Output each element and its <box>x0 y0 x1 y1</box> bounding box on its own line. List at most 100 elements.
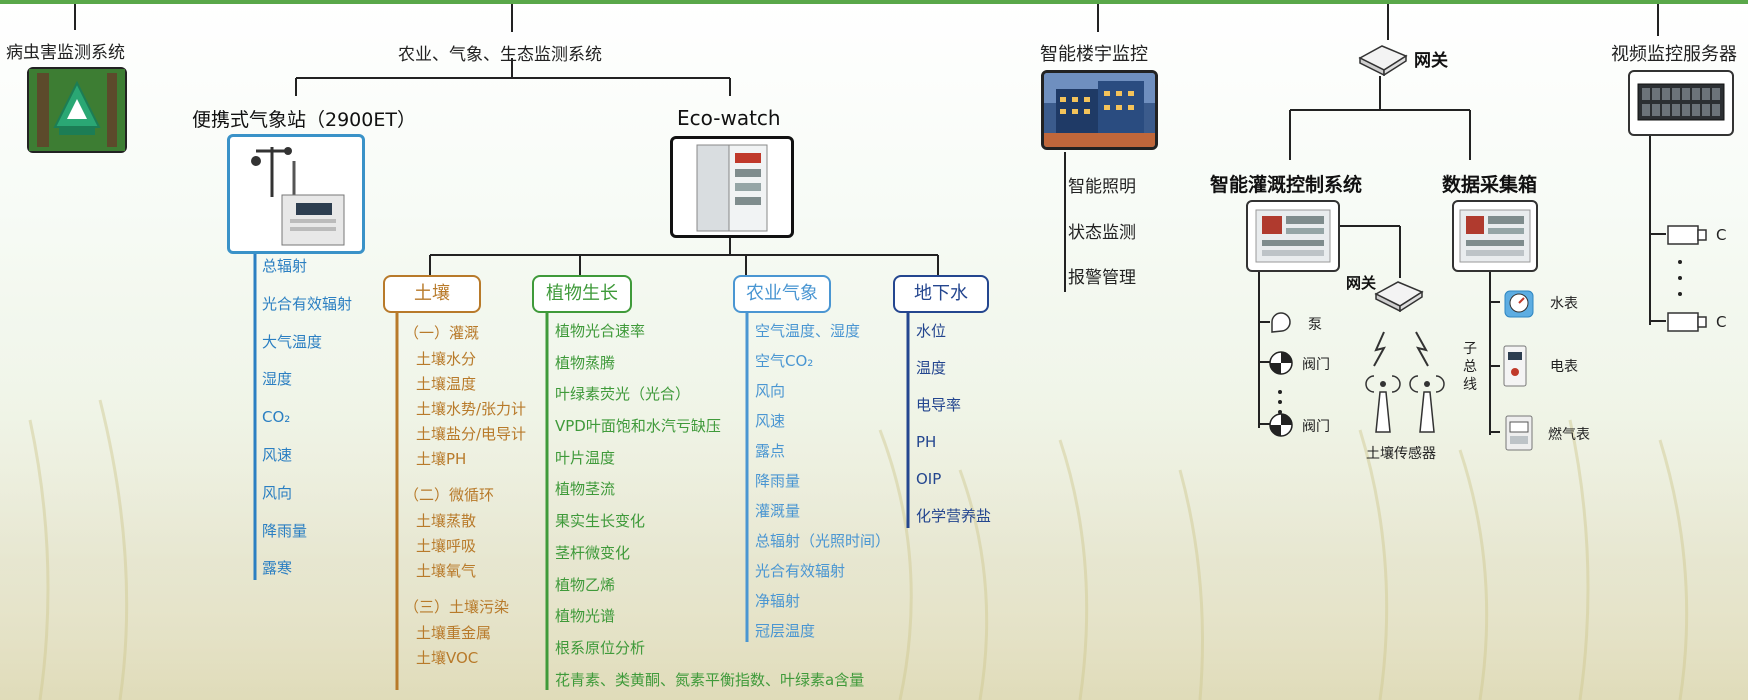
video-server-title: 视频监控服务器 <box>1611 44 1737 65</box>
groundwater-item: 化学营养盐 <box>916 507 992 525</box>
soil-item: 土壤水分 <box>416 350 477 368</box>
groundwater-item: 电导率 <box>916 396 962 414</box>
weather-item: 总辐射 <box>262 257 308 275</box>
valve-label: 阀门 <box>1302 357 1330 373</box>
weather-station-photo <box>227 134 365 254</box>
irrigation-gateway-label: 网关 <box>1346 274 1377 292</box>
agmet-item: 空气CO₂ <box>755 352 814 370</box>
soil-group-heading: （一）灌溉 <box>404 324 480 342</box>
top-accent-bar <box>0 0 1748 4</box>
gateway-label: 网关 <box>1414 51 1448 71</box>
plant-item: 植物光谱 <box>555 607 616 626</box>
electric-meter-label: 电表 <box>1550 359 1578 375</box>
agmet-item: 露点 <box>755 442 786 460</box>
plant-item: 叶片温度 <box>555 448 616 467</box>
soil-item: 土壤PH <box>416 450 467 468</box>
weather-station-title: 便携式气象站（2900ET） <box>192 109 416 131</box>
soil-group-heading: （二）微循环 <box>404 486 495 504</box>
building-title: 智能楼宇监控 <box>1040 44 1148 65</box>
video-server-photo <box>1628 70 1734 136</box>
weather-item: 光合有效辐射 <box>262 294 353 313</box>
valve-label: 阀门 <box>1302 419 1330 435</box>
ecowatch-title: Eco-watch <box>677 106 781 130</box>
plant-item: 叶绿素荧光（光合） <box>555 385 691 404</box>
category-plant-growth: 植物生长 <box>532 275 632 313</box>
weather-item: 湿度 <box>262 370 293 389</box>
wireless-link-icon <box>1364 328 1444 372</box>
agmet-item: 灌溉量 <box>755 502 801 520</box>
category-groundwater: 地下水 <box>893 275 989 313</box>
electric-meter-icon <box>1502 344 1528 392</box>
weather-item: 降雨量 <box>262 521 308 540</box>
plant-item: 植物乙烯 <box>555 575 616 594</box>
category-agri-weather: 农业气象 <box>733 275 831 313</box>
weather-station-icon <box>251 147 345 246</box>
soil-item: 土壤水势/张力计 <box>416 400 527 418</box>
agri-weather-list: 空气温度、湿度 空气CO₂ 风向 风速 露点 降雨量 灌溉量 总辐射（光照时间）… <box>755 318 890 648</box>
weather-item: 风速 <box>262 445 293 464</box>
valve-icon <box>1268 412 1294 442</box>
building-photo <box>1041 70 1158 150</box>
pest-trap-icon <box>29 69 125 151</box>
agmet-item: 净辐射 <box>755 592 801 610</box>
water-meter-label: 水表 <box>1550 296 1578 312</box>
soil-item: 土壤呼吸 <box>416 537 477 555</box>
groundwater-item: PH <box>916 433 937 451</box>
sub-bus-label: 子总线 <box>1463 341 1477 393</box>
soil-sensor-label: 土壤传感器 <box>1366 446 1436 462</box>
pest-title: 病虫害监测系统 <box>6 43 125 63</box>
plant-item: 植物光合速率 <box>555 322 646 340</box>
groundwater-item: OIP <box>916 470 942 488</box>
plant-item: 植物蒸腾 <box>555 353 616 372</box>
valve-icon <box>1268 350 1294 380</box>
camera-label: C <box>1716 226 1727 244</box>
weather-item: CO₂ <box>262 408 291 427</box>
water-meter-icon <box>1502 286 1536 324</box>
weather-item: 风向 <box>262 483 293 502</box>
agmet-item: 空气温度、湿度 <box>755 322 861 340</box>
weather-station-list: 总辐射 光合有效辐射 大气温度 湿度 CO₂ 风速 风向 降雨量 露寒 <box>262 253 352 593</box>
collector-box-icon <box>1459 209 1531 263</box>
agmet-item: 光合有效辐射 <box>755 562 846 580</box>
agri-title: 农业、气象、生态监测系统 <box>398 45 602 65</box>
plant-list: 植物光合速率 植物蒸腾 叶绿素荧光（光合） VPD叶面饱和水汽亏缺压 叶片温度 … <box>555 318 864 693</box>
category-soil: 土壤 <box>383 275 481 313</box>
building-item: 智能照明 <box>1068 177 1136 197</box>
gas-meter-label: 燃气表 <box>1548 427 1590 443</box>
server-rack-icon <box>1637 83 1725 121</box>
agmet-item: 总辐射（光照时间） <box>755 532 891 550</box>
plant-item: VPD叶面饱和水汽亏缺压 <box>555 417 721 436</box>
building-item: 状态监测 <box>1068 223 1136 243</box>
irrigation-controller-photo <box>1246 200 1340 272</box>
plant-item: 果实生长变化 <box>555 512 646 531</box>
plant-item: 花青素、类黄酮、氮素平衡指数、叶绿素a含量 <box>555 670 865 689</box>
soil-item: 土壤氧气 <box>416 562 477 580</box>
soil-group-heading: （三）土壤污染 <box>404 598 510 616</box>
groundwater-item: 温度 <box>916 359 947 377</box>
plant-item: 植物茎流 <box>555 480 616 499</box>
plant-item: 根系原位分析 <box>555 638 646 657</box>
pump-icon <box>1268 310 1296 340</box>
groundwater-item: 水位 <box>916 322 947 340</box>
soil-item: 土壤蒸散 <box>416 512 477 530</box>
irrigation-title: 智能灌溉控制系统 <box>1210 174 1363 196</box>
agmet-item: 风速 <box>755 412 786 430</box>
camera-icon <box>1666 311 1708 337</box>
agmet-item: 降雨量 <box>755 472 801 490</box>
building-icon <box>1044 73 1155 147</box>
gateway-device-icon <box>1356 42 1410 80</box>
soil-item: 土壤重金属 <box>416 624 492 642</box>
controller-box-icon <box>1255 209 1331 263</box>
plant-item: 茎杆微变化 <box>555 543 631 562</box>
ecowatch-photo <box>670 136 794 238</box>
camera-label: C <box>1716 313 1727 331</box>
weather-item: 露寒 <box>262 559 293 578</box>
building-item: 报警管理 <box>1068 268 1136 288</box>
agmet-item: 风向 <box>755 382 786 400</box>
soil-item: 土壤温度 <box>416 375 477 393</box>
pest-trap-photo <box>27 67 127 153</box>
agmet-item: 冠层温度 <box>755 622 816 640</box>
soil-list: （一）灌溉 土壤水分 土壤温度 土壤水势/张力计 土壤盐分/电导计 土壤PH （… <box>404 320 526 670</box>
